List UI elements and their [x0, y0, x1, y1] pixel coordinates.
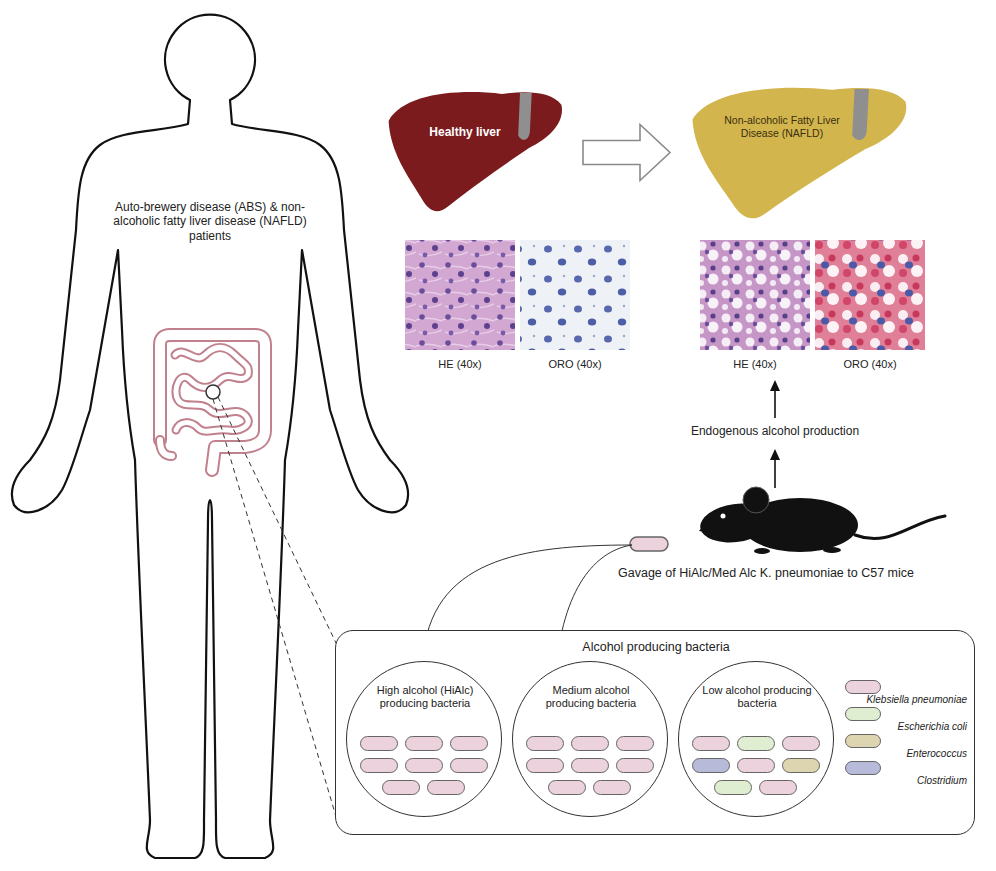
- bacterium: [782, 736, 820, 751]
- bacteria-group: Medium alcohol producing bacteria: [512, 661, 668, 817]
- bacterium: [692, 736, 730, 751]
- method-label: Gavage of HiAlc/Med Alc K. pneumoniae to…: [618, 566, 988, 581]
- bacteria-panel: Alcohol producing bacteriaHigh alcohol (…: [335, 630, 975, 835]
- intestines: [160, 335, 265, 470]
- healthy-liver: Healthy liver: [385, 85, 565, 220]
- liver-vessel: [518, 93, 532, 140]
- histology-oro: [815, 240, 925, 350]
- legend-swatch: [845, 680, 881, 694]
- bacterium: [759, 780, 797, 795]
- node-text: Non-alcoholic Fatty Liver Disease (NAFLD…: [706, 114, 858, 139]
- process-label: Endogenous alcohol production: [640, 424, 910, 438]
- fatty-liver: Non-alcoholic Fatty Liver Disease (NAFLD…: [688, 80, 910, 228]
- bacterium: [571, 736, 609, 751]
- bacterium: [782, 758, 820, 773]
- legend-text: Enterococcus: [843, 748, 967, 760]
- arrow-body: [583, 125, 670, 181]
- stain-label: HE (40x): [420, 358, 500, 371]
- bacterium: [450, 736, 488, 751]
- mouse: [698, 487, 945, 554]
- bacterium: [405, 736, 443, 751]
- bacterium: [714, 780, 752, 795]
- bacteria-group: High alcohol (HiAlc) producing bacteria: [346, 661, 502, 817]
- bacterium: [427, 780, 465, 795]
- bacterium: [616, 758, 654, 773]
- bacterium: [737, 758, 775, 773]
- bacterium: [526, 736, 564, 751]
- legend-text: Klebsiella pneumoniae: [843, 694, 967, 706]
- bacteria-group: Low alcohol producing bacteria: [678, 661, 834, 817]
- histology-oro: [520, 240, 630, 350]
- bacterium: [571, 758, 609, 773]
- bacterium: [692, 758, 730, 773]
- zoom-line: [213, 399, 337, 820]
- stain-label: ORO (40x): [535, 358, 615, 371]
- legend-swatch: [845, 734, 881, 748]
- arrow-head: [770, 449, 780, 460]
- bacterium: [450, 758, 488, 773]
- node-text: Low alcohol producing bacteria: [701, 684, 813, 710]
- histology-he: [405, 240, 515, 350]
- bacterium: [548, 780, 586, 795]
- legend-text: Clostridium: [843, 775, 967, 787]
- bacterium: [360, 758, 398, 773]
- bacterium: [630, 537, 668, 551]
- bacterium: [360, 736, 398, 751]
- node-text: Medium alcohol producing bacteria: [535, 684, 647, 710]
- legend-swatch: [845, 761, 881, 775]
- bacterium: [616, 736, 654, 751]
- patient-label: Auto-brewery disease (ABS) & non-alcohol…: [110, 200, 310, 243]
- block-arrow: [583, 125, 670, 181]
- liver-outline: [692, 88, 906, 219]
- stain-label: HE (40x): [715, 358, 795, 371]
- flow-arrow: [774, 389, 776, 418]
- bacterium: [382, 780, 420, 795]
- bacterium: [526, 758, 564, 773]
- node-text: High alcohol (HiAlc) producing bacteria: [369, 684, 481, 710]
- bacterium: [593, 780, 631, 795]
- node-text: Alcohol producing bacteria: [336, 640, 976, 655]
- legend-text: Escherichia coli: [843, 721, 967, 733]
- node-text: Healthy liver: [413, 125, 517, 139]
- liver-shape: [385, 85, 565, 220]
- legend-swatch: [845, 707, 881, 721]
- liver-outline: [389, 92, 562, 211]
- bacterium: [405, 758, 443, 773]
- zoom-line: [218, 397, 337, 645]
- stain-label: ORO (40x): [830, 358, 910, 371]
- liver-vessel: [852, 89, 869, 140]
- histology-he: [700, 240, 810, 350]
- zoom-circle: [206, 385, 220, 399]
- liver-shape: [688, 80, 910, 228]
- flow-arrow: [774, 458, 776, 488]
- arrow-head: [770, 380, 780, 391]
- bacterium: [737, 736, 775, 751]
